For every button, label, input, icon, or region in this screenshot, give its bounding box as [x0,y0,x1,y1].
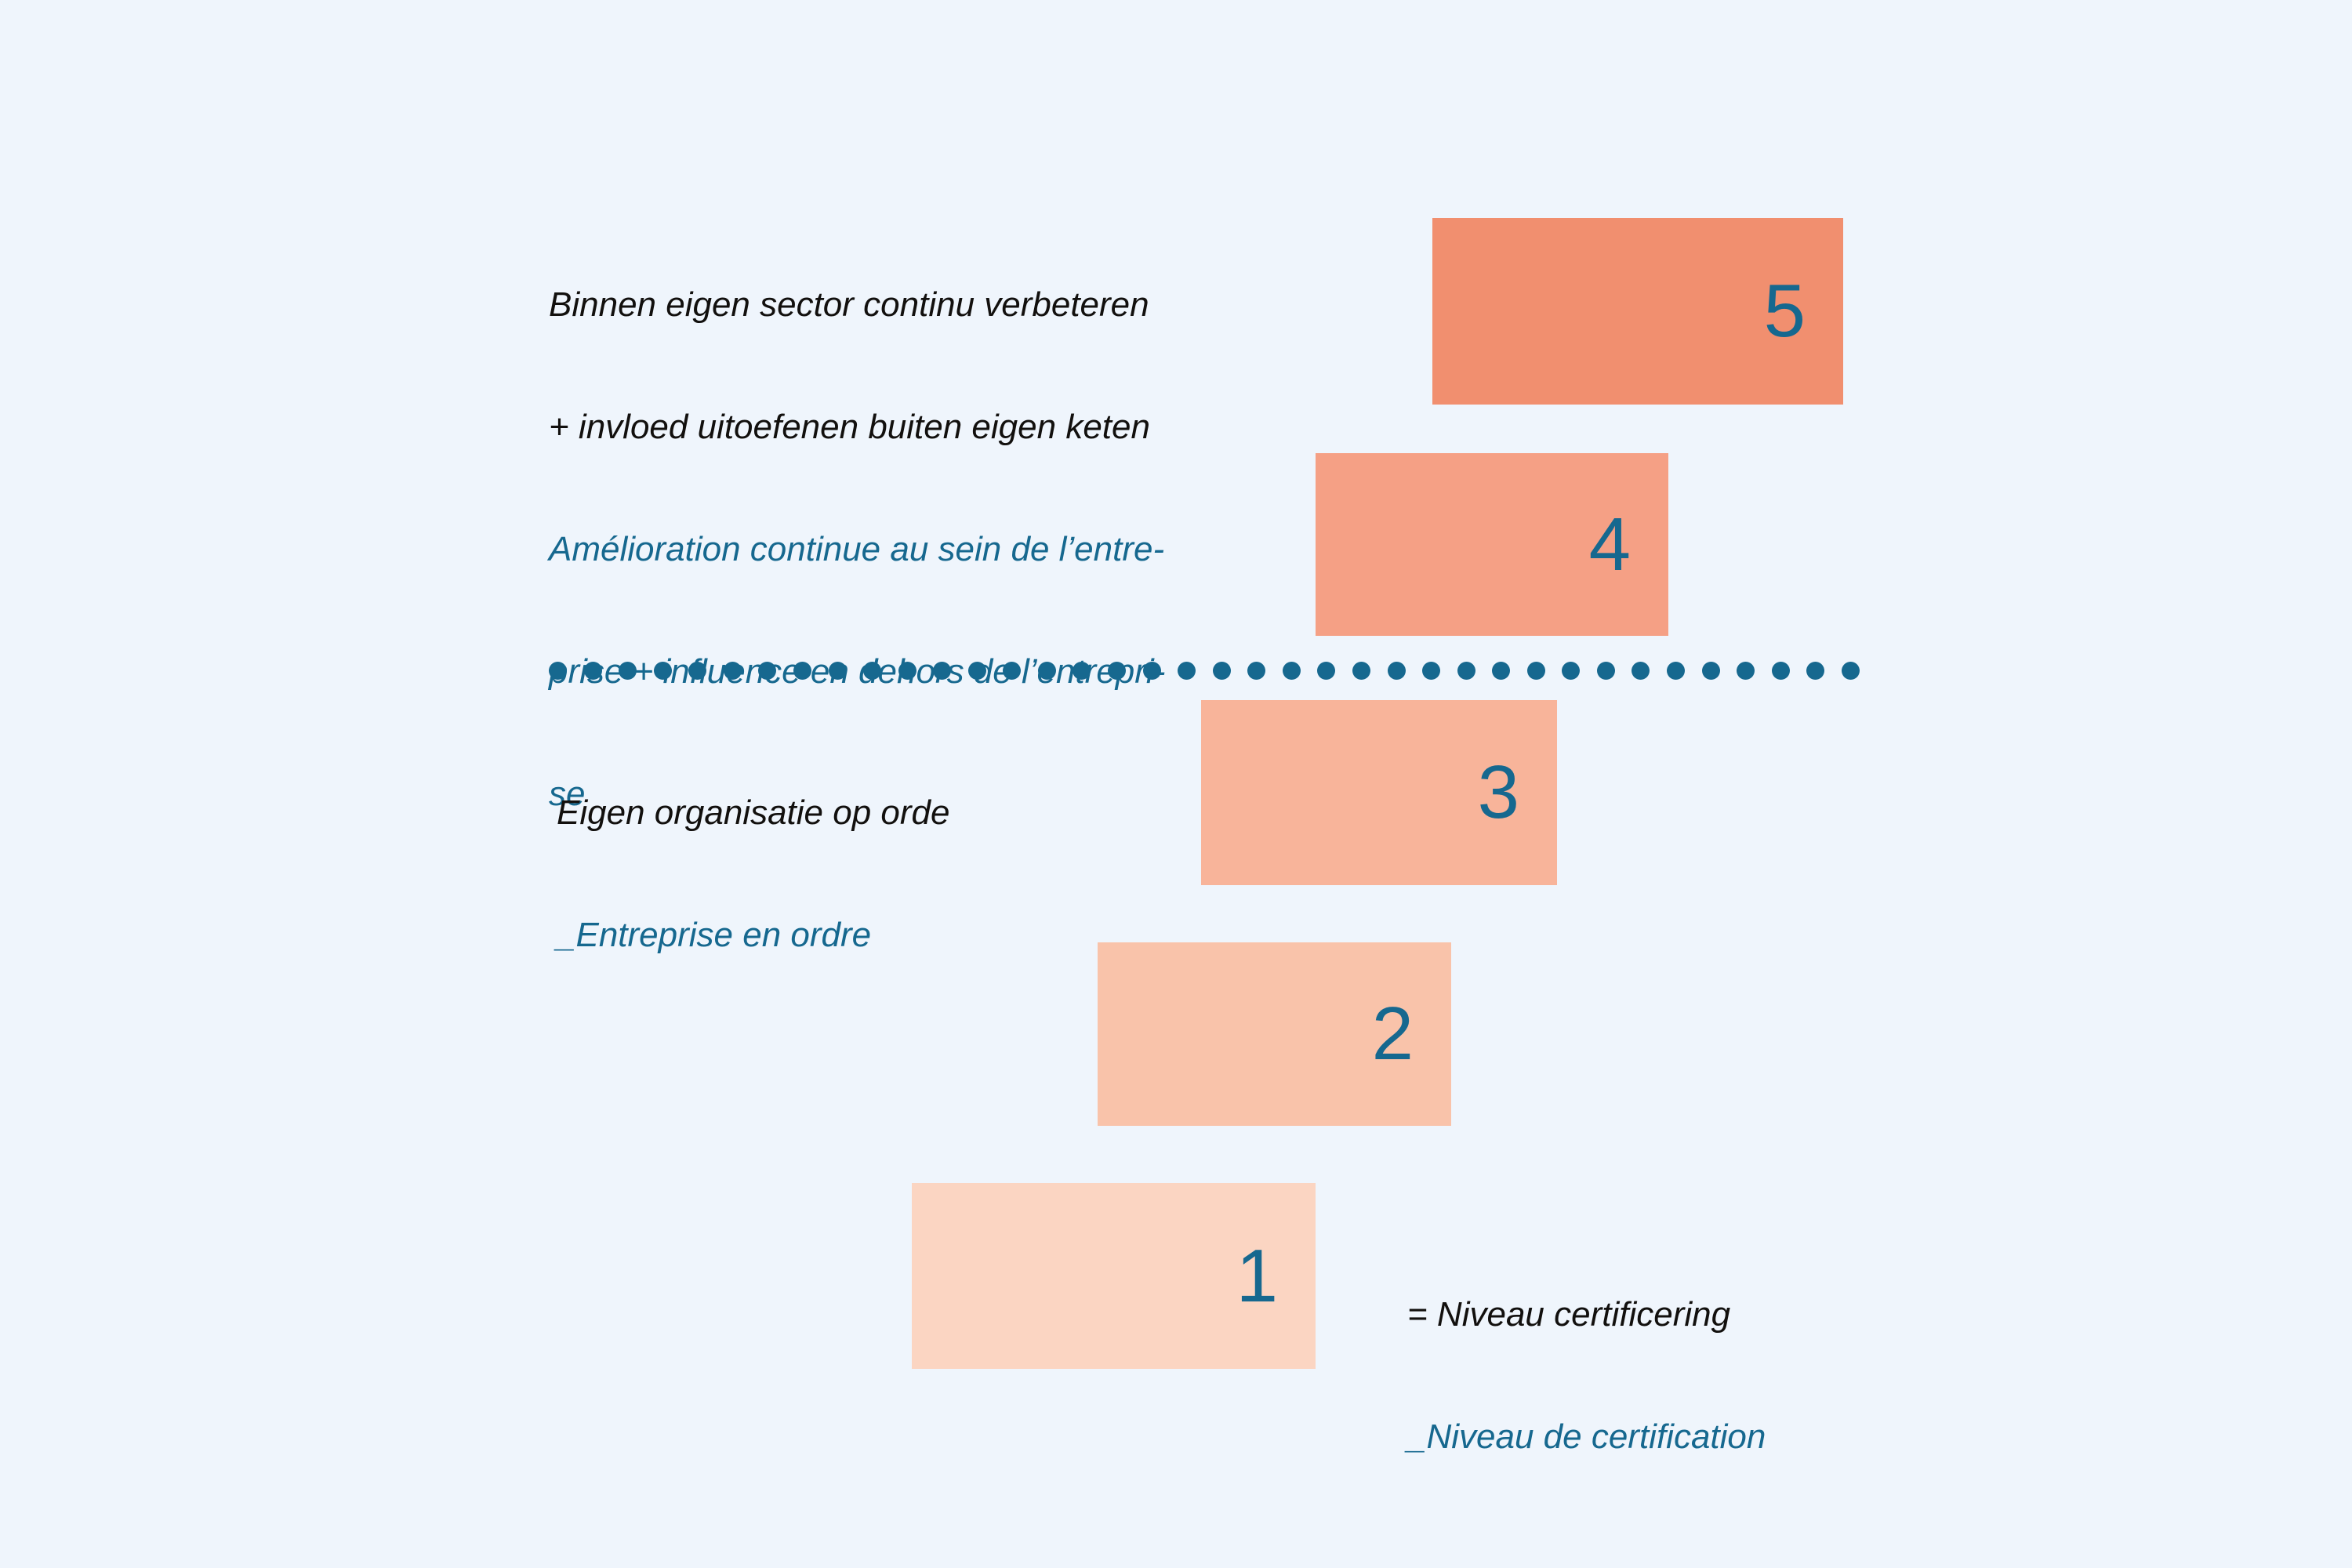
divider-dot [1142,661,1161,680]
divider-dot [1003,661,1022,680]
divider-dot [1806,661,1825,680]
divider-dot [967,661,986,680]
level-number-4: 4 [1588,502,1631,586]
divider-dot [1771,661,1790,680]
level-bar-3[interactable]: 3 [1201,700,1557,885]
divider-dot [688,661,707,680]
level-number-3: 3 [1477,750,1519,834]
divider-dot [758,661,777,680]
divider-dot [1457,661,1475,680]
level-bar-5[interactable]: 5 [1432,218,1843,405]
divider-dot [1073,661,1091,680]
divider-dot [583,661,602,680]
divider-dot [1562,661,1581,680]
level-number-1: 1 [1236,1233,1278,1318]
certification-legend-nl: = Niveau certificering [1407,1295,1731,1334]
level-bar-1[interactable]: 1 [912,1183,1316,1369]
divider-dot [1282,661,1301,680]
level-number-5: 5 [1763,269,1806,353]
divider-dot [898,661,916,680]
divider-dot [653,661,672,680]
divider-dot [793,661,811,680]
divider-dot [1667,661,1685,680]
certification-legend: = Niveau certificering _Niveau de certif… [1407,1223,1956,1529]
lower-tier-label: Eigen organisatie op orde _Entreprise en… [557,721,1184,1027]
upper-tier-label-nl-line2: + invloed uitoefenen buiten eigen keten [549,408,1150,446]
upper-tier-label-fr-line2: prise + influence en dehors de l’entrepr… [549,652,1166,691]
divider-dot [1701,661,1720,680]
divider-dot [549,661,567,680]
divider-dot [1632,661,1650,680]
level-bar-2[interactable]: 2 [1098,942,1451,1126]
lower-tier-label-fr: _Entreprise en ordre [557,916,872,954]
divider-dot [1526,661,1545,680]
divider-dot [1317,661,1336,680]
lower-tier-label-nl: Eigen organisatie op orde [557,793,950,832]
dotted-divider [549,661,1860,680]
divider-dot [1178,661,1196,680]
level-number-2: 2 [1371,992,1414,1076]
divider-dot [1387,661,1406,680]
divider-dot [1492,661,1511,680]
upper-tier-label-nl-line1: Binnen eigen sector continu verbeteren [549,285,1149,324]
divider-dot [933,661,952,680]
divider-dot [828,661,847,680]
upper-tier-label-fr-line1: Amélioration continue au sein de l’entre… [549,530,1165,568]
divider-dot [723,661,742,680]
upper-tier-label: Binnen eigen sector continu verbeteren +… [549,213,1341,886]
divider-dot [1108,661,1126,680]
divider-dot [619,661,637,680]
divider-dot [1352,661,1370,680]
divider-dot [1037,661,1056,680]
certification-legend-fr: _Niveau de certification [1407,1417,1766,1456]
divider-dot [1841,661,1860,680]
divider-dot [863,661,882,680]
divider-dot [1247,661,1266,680]
divider-dot [1422,661,1441,680]
divider-dot [1737,661,1755,680]
divider-dot [1596,661,1615,680]
upper-tier-label-fr-line3: se [549,775,586,813]
level-bar-4[interactable]: 4 [1316,453,1668,636]
divider-dot [1212,661,1231,680]
